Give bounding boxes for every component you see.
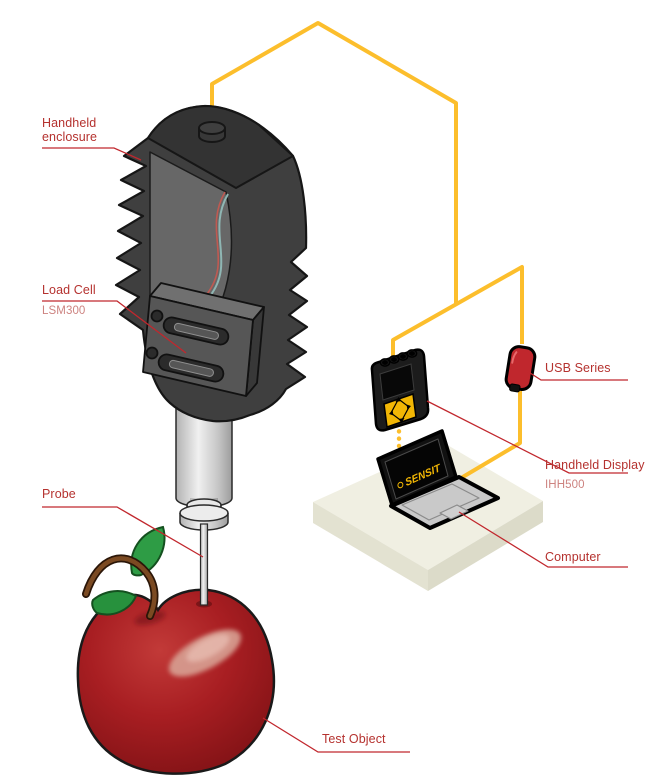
internal-wire-teal xyxy=(209,193,229,297)
leader-test-object xyxy=(262,717,410,753)
leader-handheld-display xyxy=(426,400,628,474)
leader-handheld-enclosure xyxy=(42,147,142,161)
label-test-object: Test Object xyxy=(322,732,386,746)
cable-usb-to-computer xyxy=(454,391,522,483)
label-handheld-display-model: IHH500 xyxy=(545,479,585,491)
display-top-connectors xyxy=(379,349,418,367)
label-load-cell: Load Cell xyxy=(42,283,96,297)
laptop-touchpad xyxy=(439,504,469,520)
label-handheld-display: Handheld Display xyxy=(545,458,645,472)
label-handheld-enclosure: Handheld enclosure xyxy=(42,116,98,145)
laptop-keyboard-area xyxy=(401,483,480,521)
cable-enclosure-to-junction xyxy=(210,21,458,304)
probe-rod xyxy=(196,523,212,608)
cable-display-to-usb xyxy=(391,265,524,358)
apple-test-object xyxy=(76,525,276,775)
leader-load-cell xyxy=(42,300,187,354)
cable-connector-knob xyxy=(198,121,226,143)
internal-wire-red xyxy=(206,191,226,295)
label-usb-series: USB Series xyxy=(545,361,611,375)
display-keypad xyxy=(383,392,417,429)
load-cell-sbeam xyxy=(142,282,265,397)
leader-usb-series xyxy=(526,370,628,381)
handheld-display-device xyxy=(370,348,430,432)
label-computer: Computer xyxy=(545,550,601,564)
probe-assembly xyxy=(175,401,233,531)
label-probe: Probe xyxy=(42,487,76,501)
laptop-deck xyxy=(389,475,500,530)
enclosure-top-face xyxy=(147,105,294,189)
leader-computer xyxy=(458,511,628,568)
laptop-computer: SENSIT xyxy=(376,429,500,530)
usb-drive xyxy=(504,345,537,393)
leader-lines xyxy=(42,147,628,753)
apple-leaf-lower xyxy=(91,590,138,616)
handheld-enclosure-device xyxy=(114,104,309,423)
display-keypad-arrows xyxy=(389,397,411,423)
display-screen xyxy=(379,363,415,401)
laptop-display xyxy=(384,438,449,500)
label-load-cell-model: LSM300 xyxy=(42,305,86,317)
connection-cables xyxy=(210,21,524,483)
leader-probe xyxy=(42,506,204,558)
apple-body xyxy=(76,588,276,775)
